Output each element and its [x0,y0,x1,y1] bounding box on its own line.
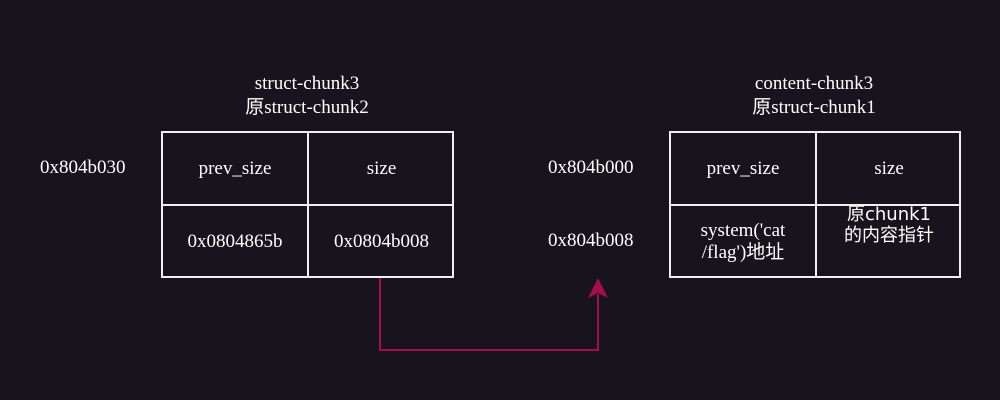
right-address-bottom: 0x804b008 [548,230,634,251]
right-prev-size-cell: prev_size [671,133,817,206]
left-chunk-table: prev_size size 0x0804865b 0x0804b008 [161,131,454,278]
left-title-line1: struct-chunk3 [254,73,360,94]
left-value2-cell: 0x0804b008 [334,231,429,252]
right-size-cell: size [817,133,961,206]
pointer-arrow-line [379,278,599,351]
right-value2-cell: 原chunk1的内容指针 [817,206,961,278]
right-value1-line2: /flag')地址 [701,242,785,263]
right-title-line1: content-chunk3 [754,73,874,94]
left-title-line2: 原struct-chunk2 [245,97,369,118]
right-value1-line1: system('cat [700,220,786,241]
left-prev-size-cell: prev_size [163,133,309,206]
right-address-top: 0x804b000 [548,157,634,178]
right-value1-cell: system('cat /flag')地址 [671,206,817,278]
pointer-arrow-head [588,278,608,298]
left-value1-cell: 0x0804865b [163,206,309,278]
left-address-top: 0x804b030 [40,157,126,178]
right-value2-text: 原chunk1的内容指针 [844,206,934,246]
right-title-line2: 原struct-chunk1 [752,97,876,118]
right-chunk-table: prev_size size system('cat /flag')地址 原ch… [669,131,961,278]
left-size-cell: size [309,133,454,206]
